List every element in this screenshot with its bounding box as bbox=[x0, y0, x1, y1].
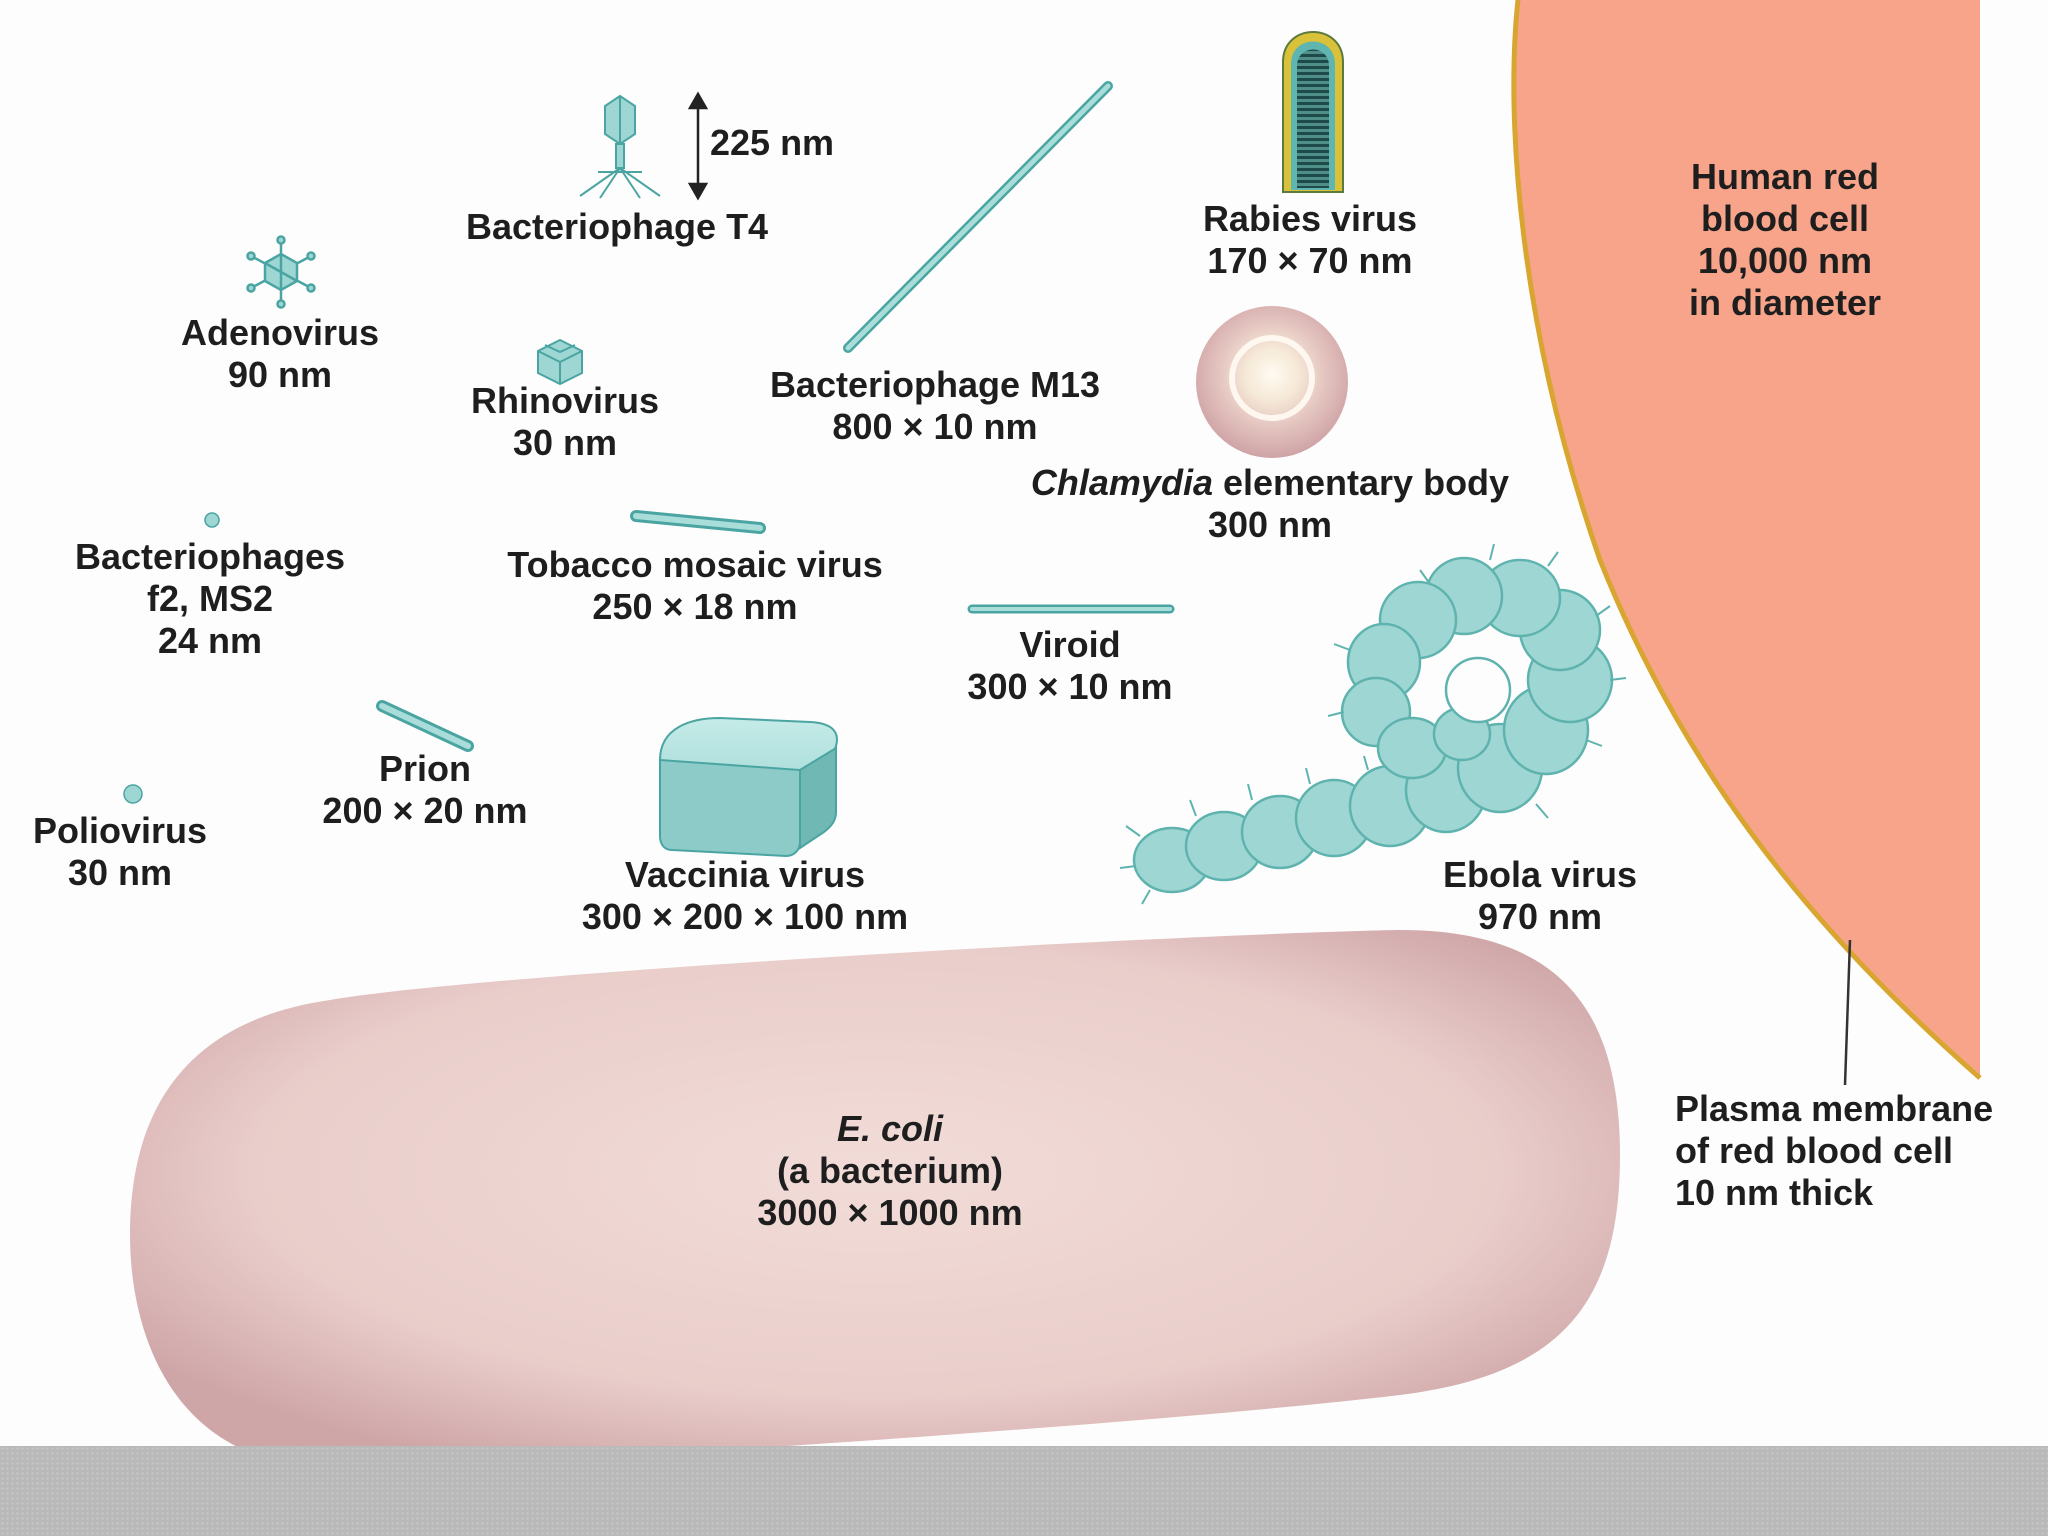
prion-size: 200 × 20 nm bbox=[322, 790, 528, 831]
chlamydia-genus: Chlamydia bbox=[1030, 462, 1213, 503]
chlamydia-descriptor: elementary body bbox=[1212, 462, 1510, 503]
poliovirus-label: Poliovirus 30 nm bbox=[10, 810, 230, 894]
poliovirus-size: 30 nm bbox=[67, 852, 173, 893]
rhinovirus-shape bbox=[537, 338, 583, 386]
chlamydia-name: Chlamydia elementary body bbox=[990, 462, 1550, 504]
chlamydia-size: 300 nm bbox=[1207, 504, 1333, 545]
viroid-size: 300 × 10 nm bbox=[967, 666, 1173, 707]
ecoli-size: 3000 × 1000 nm bbox=[757, 1192, 1023, 1233]
rabies-virus-size: 170 × 70 nm bbox=[1207, 240, 1413, 281]
t4-scale-label: 225 nm bbox=[710, 122, 835, 163]
rbc-line-1: Human red bbox=[1690, 156, 1880, 197]
ebola-name: Ebola virus bbox=[1442, 854, 1638, 895]
bacteriophage-t4-shape bbox=[579, 94, 661, 199]
ecoli-label: E. coli (a bacterium) 3000 × 1000 nm bbox=[720, 1108, 1060, 1234]
bacteriophages-f2-ms2-label: Bacteriophages f2, MS2 24 nm bbox=[50, 536, 370, 662]
ebola-virus-label: Ebola virus 970 nm bbox=[1420, 854, 1660, 938]
adenovirus-name: Adenovirus bbox=[180, 312, 380, 353]
rbc-line-3: 10,000 nm bbox=[1697, 240, 1873, 281]
tobacco-mosaic-virus-label: Tobacco mosaic virus 250 × 18 nm bbox=[470, 544, 920, 628]
rbc-line-4: in diameter bbox=[1688, 282, 1882, 323]
red-blood-cell-label: Human red blood cell 10,000 nm in diamet… bbox=[1640, 156, 1930, 324]
poliovirus-name: Poliovirus bbox=[32, 810, 208, 851]
ecoli-name: E. coli bbox=[836, 1108, 944, 1149]
bottom-bar bbox=[0, 1446, 2048, 1536]
vaccinia-size: 300 × 200 × 100 nm bbox=[581, 896, 909, 937]
vaccinia-virus-label: Vaccinia virus 300 × 200 × 100 nm bbox=[540, 854, 950, 938]
prion-label: Prion 200 × 20 nm bbox=[300, 748, 550, 832]
pm-line-2: of red blood cell bbox=[1675, 1130, 1954, 1171]
viroid-label: Viroid 300 × 10 nm bbox=[940, 624, 1200, 708]
pm-line-1: Plasma membrane bbox=[1675, 1088, 1994, 1129]
bacteriophage-m13-label: Bacteriophage M13 800 × 10 nm bbox=[740, 364, 1130, 448]
pm-line-3: 10 nm thick bbox=[1675, 1172, 1874, 1213]
f2-line-1: Bacteriophages bbox=[74, 536, 346, 577]
ecoli-cell bbox=[130, 930, 1620, 1469]
tmv-size: 250 × 18 nm bbox=[592, 586, 798, 627]
plasma-membrane-label: Plasma membrane of red blood cell 10 nm … bbox=[1675, 1088, 1993, 1214]
rhinovirus-name: Rhinovirus bbox=[470, 380, 659, 421]
rabies-virus-shape bbox=[1282, 31, 1344, 193]
rabies-virus-name: Rabies virus bbox=[1202, 198, 1418, 239]
chlamydia-label: Chlamydia elementary body 300 nm bbox=[990, 462, 1550, 546]
rbc-line-2: blood cell bbox=[1700, 198, 1869, 239]
f2-line-2: f2, MS2 bbox=[146, 578, 274, 619]
ebola-virus-shape bbox=[1119, 543, 1627, 905]
rabies-virus-label: Rabies virus 170 × 70 nm bbox=[1190, 198, 1430, 282]
red-blood-cell bbox=[1513, 0, 1980, 1078]
adenovirus-size: 90 nm bbox=[227, 354, 333, 395]
f2-size: 24 nm bbox=[157, 620, 263, 661]
vaccinia-name: Vaccinia virus bbox=[624, 854, 866, 895]
poliovirus-shape bbox=[123, 784, 143, 804]
rbc-plasma-membrane bbox=[1511, 0, 1982, 1080]
viroid-name: Viroid bbox=[1019, 624, 1121, 665]
membrane-pointer-line bbox=[1843, 939, 1852, 1086]
prion-name: Prion bbox=[378, 748, 471, 789]
adenovirus-shape bbox=[246, 235, 316, 309]
rhinovirus-size: 30 nm bbox=[512, 422, 618, 463]
chlamydia-elementary-body-shape bbox=[1196, 306, 1348, 458]
ecoli-description: (a bacterium) bbox=[776, 1150, 1004, 1191]
adenovirus-label: Adenovirus 90 nm bbox=[160, 312, 400, 396]
vaccinia-virus-shape bbox=[659, 716, 838, 858]
tmv-name: Tobacco mosaic virus bbox=[507, 544, 883, 585]
rhinovirus-label: Rhinovirus 30 nm bbox=[440, 380, 690, 464]
bacteriophage-t4-label: Bacteriophage T4 bbox=[466, 206, 769, 247]
t4-scale-arrow bbox=[687, 91, 709, 201]
bacteriophage-f2-ms2-shape bbox=[204, 512, 220, 528]
bacteriophage-m13-size: 800 × 10 nm bbox=[832, 406, 1038, 447]
bacteriophage-m13-name: Bacteriophage M13 bbox=[769, 364, 1101, 405]
ebola-size: 970 nm bbox=[1477, 896, 1603, 937]
